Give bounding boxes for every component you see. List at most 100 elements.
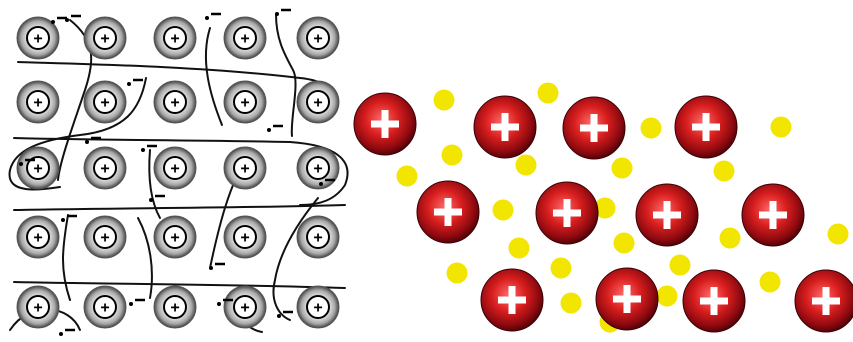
left-panel-ion-lattice: + + + + + + + + + + + + + + + + + + + + + + + + +	[10, 10, 348, 336]
plus-bar-vertical	[502, 113, 509, 141]
plus-sign: +	[170, 300, 179, 317]
electron-path	[206, 28, 222, 125]
electron-path	[14, 205, 345, 210]
positive-ion: +	[297, 216, 339, 258]
cation	[596, 268, 658, 330]
plus-sign: +	[313, 95, 322, 112]
cation	[742, 184, 804, 246]
electron	[551, 258, 572, 279]
positive-ion: +	[224, 286, 266, 328]
electron-minus	[65, 16, 81, 22]
electron-minus	[275, 10, 291, 16]
positive-ion: +	[297, 17, 339, 59]
plus-sign: +	[100, 31, 109, 48]
plus-sign: +	[170, 95, 179, 112]
electron	[397, 166, 418, 187]
electron	[614, 233, 635, 254]
positive-ion: +	[84, 147, 126, 189]
plus-sign: +	[100, 95, 109, 112]
plus-sign: +	[240, 31, 249, 48]
plus-sign: +	[313, 300, 322, 317]
plus-bar-vertical	[624, 285, 631, 313]
electron	[442, 145, 463, 166]
electron	[641, 118, 662, 139]
electron	[771, 117, 792, 138]
cation	[417, 181, 479, 243]
electron	[447, 263, 468, 284]
electron	[714, 161, 735, 182]
plus-sign: +	[240, 230, 249, 247]
plus-sign: +	[313, 230, 322, 247]
positive-ion: +	[154, 147, 196, 189]
positive-ion: +	[224, 147, 266, 189]
plus-sign: +	[313, 31, 322, 48]
electron	[612, 158, 633, 179]
cation	[354, 93, 416, 155]
plus-bar-vertical	[509, 286, 516, 314]
electron	[538, 83, 559, 104]
plus-sign: +	[100, 230, 109, 247]
positive-ion: +	[297, 286, 339, 328]
positive-ion: +	[224, 17, 266, 59]
positive-ion: +	[154, 286, 196, 328]
cation	[563, 97, 625, 159]
electron-path	[138, 218, 152, 298]
plus-sign: +	[170, 31, 179, 48]
electron	[434, 90, 455, 111]
plus-bar-vertical	[703, 113, 710, 141]
electron-minus	[205, 14, 221, 20]
plus-sign: +	[100, 300, 109, 317]
positive-ion: +	[84, 216, 126, 258]
electron-minus	[61, 216, 77, 222]
plus-bar-vertical	[591, 114, 598, 142]
right-panel-electron-sea	[354, 83, 853, 333]
electron	[760, 272, 781, 293]
cation	[474, 96, 536, 158]
cation	[683, 270, 745, 332]
plus-sign: +	[33, 95, 42, 112]
plus-bar-vertical	[770, 201, 777, 229]
plus-bar-vertical	[823, 287, 830, 315]
plus-sign: +	[313, 161, 322, 178]
cation	[795, 270, 853, 332]
plus-sign: +	[33, 31, 42, 48]
positive-ion: +	[154, 17, 196, 59]
plus-sign: +	[100, 161, 109, 178]
electron	[720, 228, 741, 249]
electron-minus	[127, 80, 143, 86]
electron	[670, 255, 691, 276]
positive-ion: +	[224, 81, 266, 123]
plus-bar-vertical	[664, 201, 671, 229]
electron	[516, 155, 537, 176]
cation	[481, 269, 543, 331]
plus-sign: +	[240, 95, 249, 112]
positive-ion: +	[17, 286, 59, 328]
electron	[493, 200, 514, 221]
positive-ion: +	[84, 286, 126, 328]
positive-ion: +	[84, 17, 126, 59]
electron-path	[63, 215, 70, 300]
plus-sign: +	[33, 161, 42, 178]
electron-minus	[59, 330, 75, 336]
plus-sign: +	[170, 230, 179, 247]
electron	[828, 224, 849, 245]
positive-ion: +	[297, 81, 339, 123]
cation	[636, 184, 698, 246]
plus-sign: +	[170, 161, 179, 178]
plus-bar-vertical	[711, 287, 718, 315]
electron-minus	[51, 18, 67, 24]
plus-bar-vertical	[564, 199, 571, 227]
positive-ion: +	[17, 147, 59, 189]
cation	[536, 182, 598, 244]
cation	[675, 96, 737, 158]
positive-ion: +	[224, 216, 266, 258]
electron-minus	[267, 126, 283, 132]
plus-sign: +	[33, 230, 42, 247]
electron-minus	[129, 300, 145, 306]
positive-ion: +	[17, 216, 59, 258]
positive-ion: +	[154, 216, 196, 258]
positive-ion: +	[154, 81, 196, 123]
electron	[657, 286, 678, 307]
plus-bar-vertical	[445, 198, 452, 226]
